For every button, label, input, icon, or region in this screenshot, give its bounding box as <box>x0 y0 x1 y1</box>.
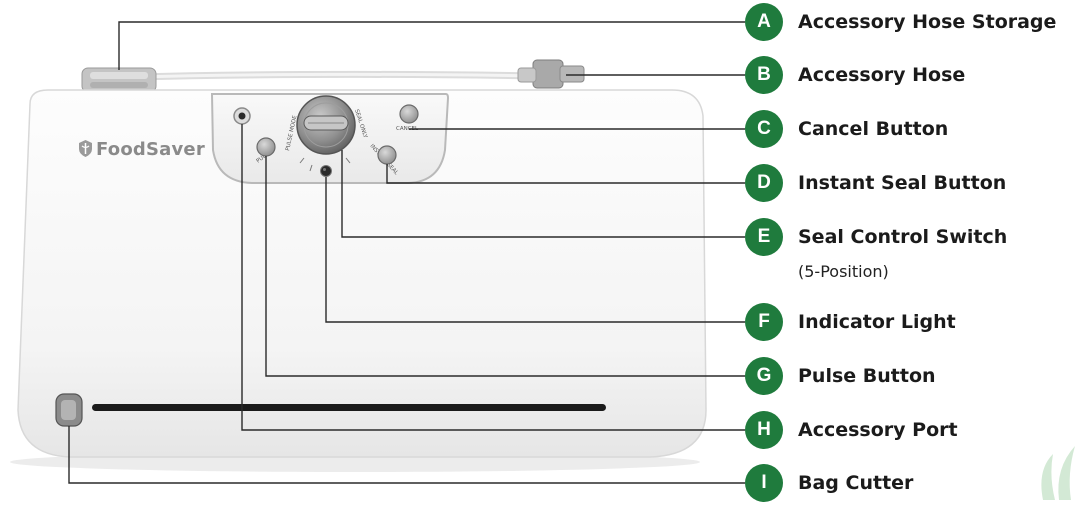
callout-badge-f: F <box>745 303 783 341</box>
cancel-button[interactable] <box>400 105 418 123</box>
callout-badge-g: G <box>745 357 783 395</box>
callout-label-c: Cancel Button <box>798 118 948 140</box>
callout-legend: A Accessory Hose Storage B Accessory Hos… <box>745 0 1075 500</box>
pulse-button[interactable] <box>257 138 275 156</box>
callout-sublabel-e: (5-Position) <box>798 262 889 281</box>
indicator-light <box>321 166 332 177</box>
callout-badge-b: B <box>745 56 783 94</box>
shield-icon <box>78 140 93 157</box>
callout-badge-c: C <box>745 110 783 148</box>
brand-name: FoodSaver <box>96 139 205 160</box>
accessory-hose-storage <box>82 68 156 92</box>
callout-label-i: Bag Cutter <box>798 472 913 494</box>
leader-line-a <box>119 22 745 70</box>
callout-badge-a: A <box>745 3 783 41</box>
callout-label-d: Instant Seal Button <box>798 172 1006 194</box>
decorative-swoosh-graphic <box>1035 440 1077 500</box>
bag-cutter-slot <box>92 404 606 411</box>
bag-cutter[interactable] <box>56 394 82 426</box>
callout-label-h: Accessory Port <box>798 419 958 441</box>
instant-seal-button[interactable] <box>378 146 396 164</box>
seal-control-switch[interactable] <box>297 96 355 154</box>
callout-badge-h: H <box>745 411 783 449</box>
accessory-port <box>234 108 250 124</box>
callout-badge-d: D <box>745 164 783 202</box>
accessory-hose <box>100 60 584 88</box>
brand-logo: FoodSaver <box>78 139 205 160</box>
callout-label-g: Pulse Button <box>798 365 936 387</box>
callout-badge-i: I <box>745 464 783 502</box>
callout-badge-e: E <box>745 218 783 256</box>
callout-label-b: Accessory Hose <box>798 64 965 86</box>
callout-label-a: Accessory Hose Storage <box>798 11 1056 33</box>
callout-label-f: Indicator Light <box>798 311 956 333</box>
callout-label-e: Seal Control Switch <box>798 226 1007 248</box>
